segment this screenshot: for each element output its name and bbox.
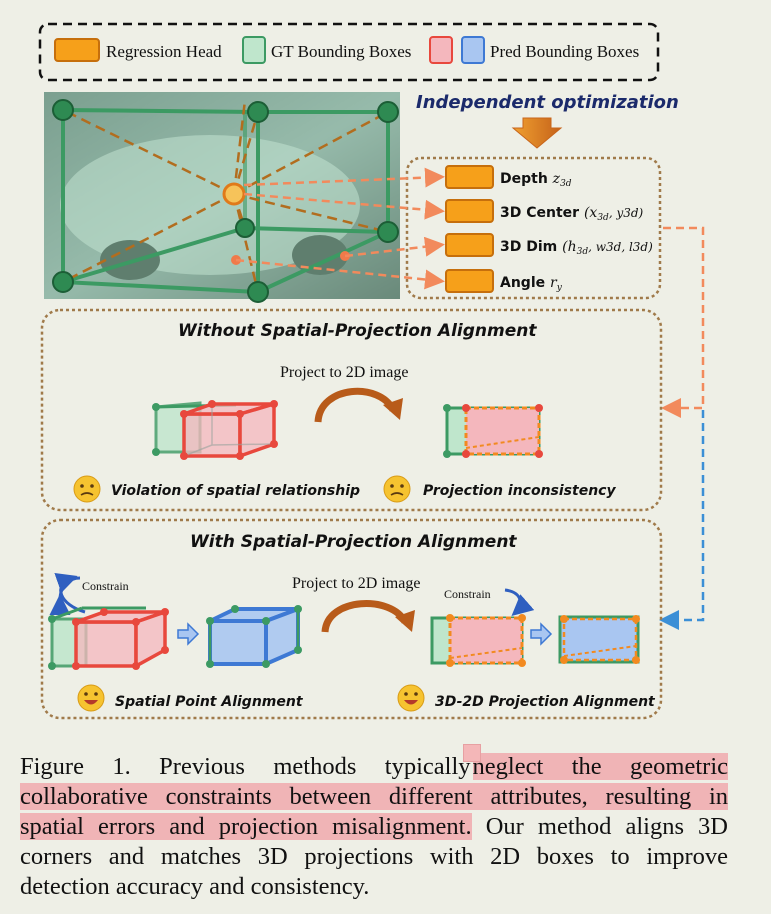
without-2d-box xyxy=(443,404,543,458)
with-project-label: Project to 2D image xyxy=(292,575,420,592)
legend-regression-head: Regression Head xyxy=(106,42,222,61)
without-project-label: Project to 2D image xyxy=(280,364,408,381)
svg-text:3D Center (x3d, y3d): 3D Center (x3d, y3d) xyxy=(500,205,644,223)
gt-corners xyxy=(52,99,399,303)
head-depth-label: Depth xyxy=(500,171,548,187)
sad-face-icon xyxy=(383,475,411,503)
head-angle-label: Angle xyxy=(500,275,545,291)
without-3d-boxes xyxy=(152,400,278,460)
with-3d-boxes-before xyxy=(48,606,169,670)
small-right-arrow-icon xyxy=(177,622,200,646)
with-3d-boxes-aligned xyxy=(206,605,302,668)
gt-box-swatch xyxy=(242,36,266,64)
down-arrow xyxy=(511,117,563,149)
figure-diagram: Regression Head GT Bounding Boxes Pred B… xyxy=(38,22,705,720)
blue-route xyxy=(659,410,705,630)
with-2d-box-aligned xyxy=(558,615,640,664)
sad-face-icon xyxy=(73,475,101,503)
benefit-right: 3D-2D Projection Alignment xyxy=(435,694,656,710)
legend: Regression Head GT Bounding Boxes Pred B… xyxy=(38,22,660,82)
happy-face-icon xyxy=(397,684,425,712)
figure-caption: Figure 1. Previous methods typicallynegl… xyxy=(20,744,729,902)
without-title: Without Spatial-Projection Alignment xyxy=(178,321,537,341)
with-title: With Spatial-Projection Alignment xyxy=(190,532,517,552)
independent-optimization-title: Independent optimization xyxy=(416,92,679,113)
with-curved-arrow xyxy=(321,600,409,633)
small-right-arrow-icon xyxy=(530,622,553,646)
benefit-left: Spatial Point Alignment xyxy=(115,694,304,710)
svg-text:Angle ry: Angle ry xyxy=(500,275,563,293)
constrain-right: Constrain xyxy=(444,587,491,601)
without-panel xyxy=(40,308,663,512)
with-panel xyxy=(40,518,663,720)
center-point xyxy=(222,182,246,206)
constrain-left: Constrain xyxy=(82,579,129,593)
car-image xyxy=(44,92,400,303)
legend-pred-boxes: Pred Bounding Boxes xyxy=(490,42,639,61)
head-center-label: 3D Center xyxy=(500,205,579,221)
legend-gt-boxes: GT Bounding Boxes xyxy=(271,42,411,61)
caption-suffix: Our method aligns 3D corners and matches… xyxy=(20,813,729,900)
pred-blue-swatch xyxy=(461,36,485,64)
comment-note-icon[interactable] xyxy=(462,744,481,762)
pred-red-swatch xyxy=(429,36,453,64)
caption-prefix: Figure 1. Previous methods typically xyxy=(20,753,471,780)
issue-left: Violation of spatial relationship xyxy=(111,483,360,499)
without-curved-arrow xyxy=(314,387,397,423)
happy-face-icon xyxy=(77,684,105,712)
head-dim-label: 3D Dim xyxy=(500,239,557,255)
svg-text:3D Dim (h3d, w3d, l3d): 3D Dim (h3d, w3d, l3d) xyxy=(500,239,653,257)
orange-route xyxy=(661,226,705,418)
constrain-right-arrow xyxy=(504,588,535,616)
regression-heads: Depth z3d 3D Center (x3d, y3d) 3D Dim (h… xyxy=(445,165,653,293)
regression-head-swatch xyxy=(54,38,100,62)
issue-right: Projection inconsistency xyxy=(423,483,616,499)
svg-text:Depth z3d: Depth z3d xyxy=(500,171,572,189)
regression-heads-frame xyxy=(405,156,662,300)
head-links xyxy=(235,167,445,290)
with-2d-box-before xyxy=(430,614,526,667)
